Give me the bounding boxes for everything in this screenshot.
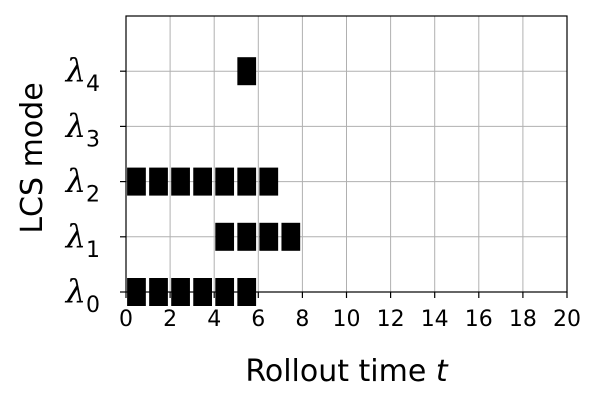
y-tick-symbol: λ — [64, 162, 86, 200]
y-tick-subscript: 1 — [86, 238, 100, 263]
y-tick-symbol: λ — [64, 106, 86, 144]
mode-bar — [259, 167, 279, 196]
y-tick-label: λ1 — [64, 217, 100, 263]
y-tick-symbol: λ — [64, 272, 86, 310]
mode-bar — [149, 167, 168, 196]
x-tick-label: 2 — [163, 307, 177, 332]
mode-bar — [215, 167, 235, 196]
y-tick-label: λ3 — [64, 106, 100, 152]
x-tick-label: 18 — [509, 307, 537, 332]
mode-bar — [193, 167, 212, 196]
mode-bar — [171, 167, 190, 196]
x-tick-label: 12 — [377, 307, 405, 332]
mode-bar — [215, 222, 235, 251]
y-axis-label: LCS mode — [15, 82, 50, 233]
x-tick-label: 8 — [295, 307, 309, 332]
mode-bar — [127, 167, 146, 196]
mode-bar — [237, 57, 257, 86]
x-axis-label-text: Rollout time — [245, 354, 426, 389]
y-tick-symbol: λ — [64, 51, 86, 89]
y-tick-symbol: λ — [64, 217, 86, 255]
y-tick-subscript: 2 — [86, 183, 100, 208]
mode-bar — [281, 222, 301, 251]
x-tick-label: 16 — [465, 307, 493, 332]
grid-lines — [125, 16, 568, 293]
mode-bar — [237, 222, 257, 251]
x-axis-label-variable: t — [436, 354, 449, 389]
x-tick-label: 4 — [207, 307, 221, 332]
y-tick-subscript: 0 — [86, 293, 100, 318]
x-tick-label: 10 — [333, 307, 361, 332]
y-tick-label: λ0 — [64, 272, 100, 318]
y-tick-subscript: 4 — [86, 72, 100, 97]
x-tick-label: 14 — [421, 307, 449, 332]
x-axis-ticks: 0 2 4 6 8 10 12 14 16 18 20 — [119, 292, 581, 332]
y-tick-label: λ4 — [64, 51, 100, 97]
y-tick-label: λ2 — [64, 162, 100, 208]
x-axis-label: Rollout time t — [245, 354, 449, 389]
x-tick-label: 0 — [119, 307, 133, 332]
mode-bar — [237, 167, 257, 196]
x-tick-label: 6 — [251, 307, 265, 332]
x-tick-label: 20 — [553, 307, 581, 332]
y-tick-subscript: 3 — [86, 127, 100, 152]
mode-bar — [259, 222, 279, 251]
